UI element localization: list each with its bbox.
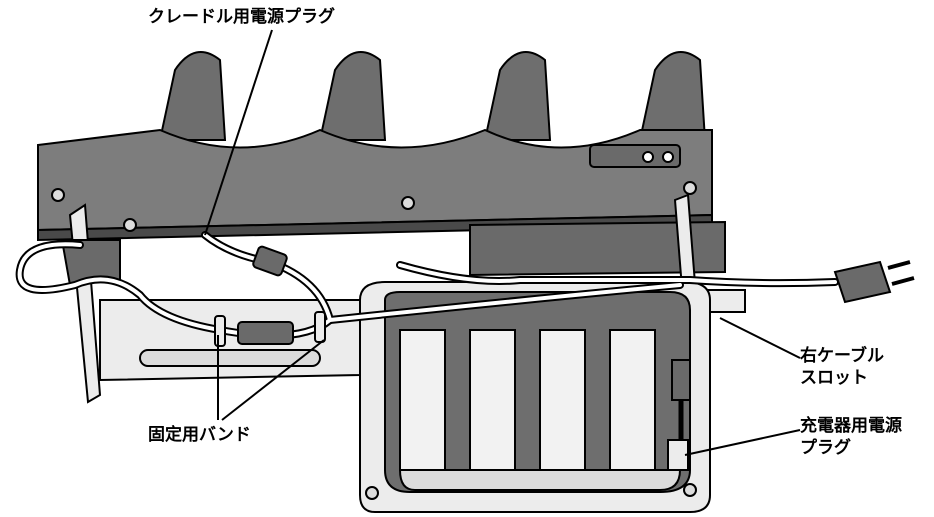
charger-power-plug-line2: プラグ <box>800 438 851 458</box>
cradle-housing <box>37 128 713 242</box>
left-bracket <box>60 203 121 404</box>
right-cable-slot-label: 右ケーブル スロット <box>800 345 884 389</box>
charger-tray <box>359 281 711 513</box>
right-cable-slot-line2: スロット <box>800 368 868 388</box>
charger-power-plug-label: 充電器用電源 プラグ <box>800 415 902 459</box>
ferrite-cores <box>237 245 294 345</box>
right-cable-slot-line1: 右ケーブル <box>800 346 884 366</box>
charger-power-plug-line1: 充電器用電源 <box>800 416 902 436</box>
cradle-power-plug-text: クレードル用電源プラグ <box>148 7 335 27</box>
leader-lines <box>204 29 801 456</box>
fixing-band-label: 固定用バンド <box>148 424 251 446</box>
cradle-power-plug-label: クレードル用電源プラグ <box>148 6 335 28</box>
charger-plug <box>667 359 691 471</box>
fixing-band-text: 固定用バンド <box>148 425 251 445</box>
cradle-slot-fins <box>158 51 707 141</box>
ac-plug <box>833 260 915 304</box>
